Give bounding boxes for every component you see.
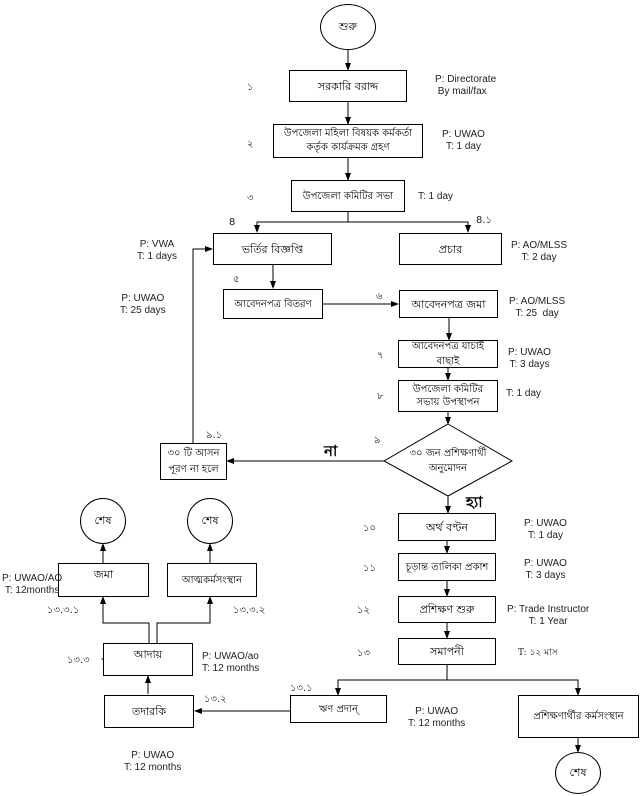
step-label: আবেদনপত্র জমা [411,297,486,311]
step-label: অর্থ বণ্টন [426,520,468,534]
step-number: ১৩.১ [290,683,313,694]
end-label: শেষ [569,765,587,779]
end-node: শেষ [555,752,601,794]
start-node: শুরু [320,4,376,50]
step-number: ৬ [376,291,383,302]
step-number: ১৩ [357,648,370,659]
step-label: তদারকি [131,705,167,718]
step-12-box: প্রশিক্ষণ শুরু [398,596,496,623]
step-label: ভর্তির বিজ্ঞপ্তি [241,242,304,256]
step-4-1-box: প্রচার [399,233,502,265]
step-label: উপজেলা কমিটির সভা [302,190,394,202]
step-label: ঋণ প্রদান্ [318,703,359,715]
arrow-split-4 [254,221,348,233]
step-label: জমা [93,568,114,581]
step-note: P: UWAO/AO T: 12months [2,573,63,596]
step-8-box: উপজেলা কমিটির সভায় উপস্থাপন [398,380,498,412]
step-note: P: AO/MLSS T: 25 day [509,296,566,319]
end-label: শেষ [94,513,112,527]
arrow-split-13-1 [335,679,447,696]
arrow-13-3-13-3-2 [156,596,213,643]
end-node: শেষ [80,498,126,544]
arrow-split-13-4 [447,679,581,696]
step-13-2-box: তদারকি [104,695,194,728]
step-13-4-box: প্রশিক্ষণার্থীর কর্মসংস্থান [518,695,639,738]
step-number: ১ [247,82,254,93]
step-number: 8 [229,217,236,228]
step-number: ১৩.২ [204,694,227,705]
end-node: শেষ [187,498,233,544]
step-13-1-box: ঋণ প্রদান্ [290,695,387,723]
step-number: ১১ [363,563,376,574]
step-note: P: UWAO T: 3 days [524,558,567,581]
step-2-box: উপজেলা মহিলা বিষয়ক কর্মকর্তা কর্তৃক কার… [273,124,423,158]
step-number: ১২ [357,605,370,616]
step-note: P: UWAO/ao T: 12 months [202,651,260,674]
step-note: P: UWAO T: 3 days [508,347,551,370]
step-label: চূড়ান্ত তালিকা প্রকাশ [405,561,489,573]
step-label: উপজেলা মহিলা বিষয়ক কর্মকর্তা কর্তৃক কার… [283,128,413,153]
step-label: আদায় [133,648,163,661]
step-note: T: ১২ মাস [518,648,558,658]
step-number: ৯ [374,435,381,446]
start-label: শুরু [339,19,357,33]
step-label: আবেদনপত্র বিতরণ [234,298,312,310]
step-label: প্রশিক্ষণ শুরু [419,603,475,616]
decision-yes-label: হ্যা [466,493,483,511]
step-5-box: আবেদনপত্র বিতরণ [223,289,323,319]
step-number: ১০ [363,523,376,534]
arrow-13-3-13-3-1 [100,596,150,643]
step-note: T: 1 day [418,191,454,202]
step-9-1-box: ৩০ টি আসন পূরণ না হলে [160,443,227,480]
step-note: P: UWAO T: 1 day [524,518,567,541]
step-1-box: সরকারি বরাদ্দ [289,70,407,102]
step-number: ৫ [233,274,240,285]
step-note: P: UWAO T: 25 days [120,293,166,316]
step-label: উপজেলা কমিটির সভায় উপস্থাপন [412,384,484,408]
step-10-box: অর্থ বণ্টন [398,513,496,541]
step-note: P: AO/MLSS T: 2 day [511,240,568,263]
arrow-split-4-1 [348,221,471,233]
step-label: সরকারি বরাদ্দ [317,79,379,93]
step-note: P: VWA T: 1 days [137,239,178,262]
step-3-box: উপজেলা কমিটির সভা [291,180,405,212]
arrow-9-1-4 [192,246,213,443]
step-number: ১৩.৩ [67,655,90,666]
step-note: P: Trade Instructor T: 1 Year [507,604,590,627]
step-number: ১৩.৩.২ [233,605,266,616]
step-label: সমাপনী [430,645,464,658]
step-label: আত্মকর্মসংস্থান [181,574,243,586]
step-number: ৯.১ [206,430,223,441]
end-label: শেষ [201,513,219,527]
step-note: P: UWAO T: 1 day [442,129,485,152]
step-number: ৮ [377,391,384,402]
step-note: P: UWAO T: 12 months [408,706,466,729]
step-13-3-1-box: জমা [58,563,149,597]
step-number: ২ [247,139,254,150]
step-label: আবেদনপত্র যাচাই বাছাই [412,341,484,367]
step-7-box: আবেদনপত্র যাচাই বাছাই [398,340,498,368]
step-note: P: Directorate By mail/fax [435,74,497,97]
decision-node: ৩০ জন প্রশিক্ষণার্থী অনুমোদন [409,448,487,474]
step-13-3-2-box: আত্মকর্মসংস্থান [167,563,257,597]
step-label: ৩০ টি আসন পূরণ না হলে [167,447,220,475]
step-13-3-box: আদায় [103,643,193,676]
step-number: ৩ [247,193,254,204]
step-number: ৭ [377,350,384,361]
step-label: প্রশিক্ষণার্থীর কর্মসংস্থান [533,711,624,722]
step-note: T: 1 day [506,388,542,399]
step-note: P: UWAO T: 12 months [124,750,182,773]
step-label: প্রচার [438,242,463,256]
step-number: 8.১ [476,215,493,226]
step-13-box: সমাপনী [398,638,496,665]
step-11-box: চূড়ান্ত তালিকা প্রকাশ [398,553,496,581]
step-6-box: আবেদনপত্র জমা [399,290,498,318]
step-4-box: ভর্তির বিজ্ঞপ্তি [213,233,332,265]
decision-no-label: না [324,442,338,460]
step-number: ১৩.৩.১ [47,605,80,616]
